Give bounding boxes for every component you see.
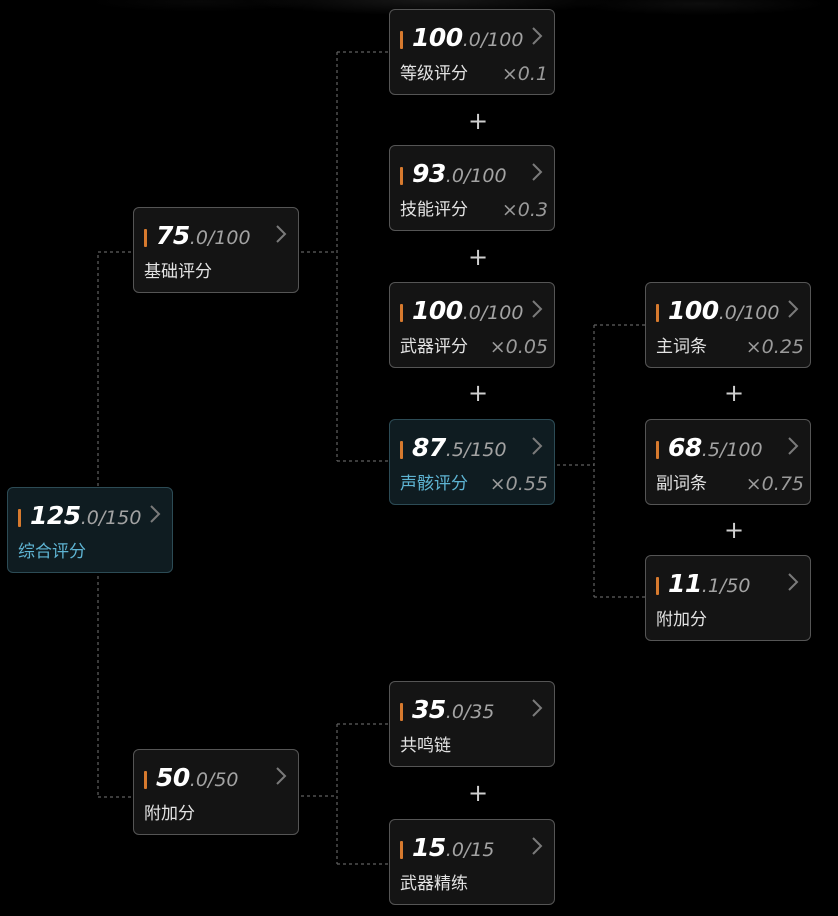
level-score-label: 等级评分 [400, 64, 468, 84]
chevron-right-icon[interactable] [528, 161, 546, 183]
chevron-right-icon[interactable] [528, 298, 546, 320]
chevron-right-icon[interactable] [528, 697, 546, 719]
main-stat-weight: ×0.25 [745, 336, 804, 358]
weapon-weight: ×0.05 [489, 336, 548, 358]
accent-marker [656, 304, 659, 322]
resonance-chain-value: 35.0/35 [412, 695, 495, 724]
accent-marker [144, 771, 147, 789]
chevron-right-icon[interactable] [784, 571, 802, 593]
total-score-value: 125.0/150 [30, 501, 142, 530]
base-score-value: 75.0/100 [156, 221, 251, 250]
plus-operator: + [467, 243, 489, 271]
resonance-chain-label: 共鸣链 [400, 736, 451, 756]
sub-stat-weight: ×0.75 [745, 473, 804, 495]
base-score-label: 基础评分 [144, 262, 212, 282]
skill-weight: ×0.3 [501, 199, 548, 221]
plus-operator: + [723, 379, 745, 407]
plus-operator: + [723, 516, 745, 544]
accent-marker [144, 229, 147, 247]
bonus-score-card[interactable]: 50.0/50 附加分 [133, 749, 299, 835]
echo-bonus-value: 11.1/50 [668, 569, 751, 598]
level-score-card[interactable]: 100.0/100 等级评分 ×0.1 [389, 9, 555, 95]
chevron-right-icon[interactable] [272, 765, 290, 787]
skill-score-label: 技能评分 [400, 200, 468, 220]
bonus-score-value: 50.0/50 [156, 763, 239, 792]
echo-score-label: 声骸评分 [400, 474, 468, 494]
total-score-card[interactable]: 125.0/150 综合评分 [7, 487, 173, 573]
level-score-value: 100.0/100 [412, 23, 524, 52]
chevron-right-icon[interactable] [528, 835, 546, 857]
plus-operator: + [467, 107, 489, 135]
bonus-score-label: 附加分 [144, 804, 195, 824]
accent-marker [400, 31, 403, 49]
plus-operator: + [467, 779, 489, 807]
echo-weight: ×0.55 [489, 473, 548, 495]
sub-stat-label: 副词条 [656, 474, 707, 494]
weapon-score-value: 100.0/100 [412, 296, 524, 325]
skill-score-value: 93.0/100 [412, 159, 507, 188]
weapon-refine-card[interactable]: 15.0/15 武器精练 [389, 819, 555, 905]
weapon-score-card[interactable]: 100.0/100 武器评分 ×0.05 [389, 282, 555, 368]
skill-score-card[interactable]: 93.0/100 技能评分 ×0.3 [389, 145, 555, 231]
resonance-chain-card[interactable]: 35.0/35 共鸣链 [389, 681, 555, 767]
echo-bonus-card[interactable]: 11.1/50 附加分 [645, 555, 811, 641]
accent-marker [18, 509, 21, 527]
weapon-score-label: 武器评分 [400, 337, 468, 357]
chevron-right-icon[interactable] [784, 435, 802, 457]
accent-marker [656, 441, 659, 459]
base-score-card[interactable]: 75.0/100 基础评分 [133, 207, 299, 293]
chevron-right-icon[interactable] [528, 435, 546, 457]
chevron-right-icon[interactable] [528, 25, 546, 47]
level-weight: ×0.1 [501, 63, 548, 85]
echo-score-card[interactable]: 87.5/150 声骸评分 ×0.55 [389, 419, 555, 505]
accent-marker [400, 841, 403, 859]
accent-marker [400, 441, 403, 459]
main-stat-label: 主词条 [656, 337, 707, 357]
accent-marker [656, 577, 659, 595]
chevron-right-icon[interactable] [784, 298, 802, 320]
weapon-refine-value: 15.0/15 [412, 833, 495, 862]
total-score-label: 综合评分 [18, 542, 86, 562]
plus-operator: + [467, 379, 489, 407]
chevron-right-icon[interactable] [272, 223, 290, 245]
accent-marker [400, 304, 403, 322]
echo-score-value: 87.5/150 [412, 433, 507, 462]
chevron-right-icon[interactable] [146, 503, 164, 525]
sub-stat-card[interactable]: 68.5/100 副词条 ×0.75 [645, 419, 811, 505]
main-stat-card[interactable]: 100.0/100 主词条 ×0.25 [645, 282, 811, 368]
accent-marker [400, 167, 403, 185]
sub-stat-value: 68.5/100 [668, 433, 763, 462]
weapon-refine-label: 武器精练 [400, 874, 468, 894]
main-stat-value: 100.0/100 [668, 296, 780, 325]
echo-bonus-label: 附加分 [656, 610, 707, 630]
accent-marker [400, 703, 403, 721]
